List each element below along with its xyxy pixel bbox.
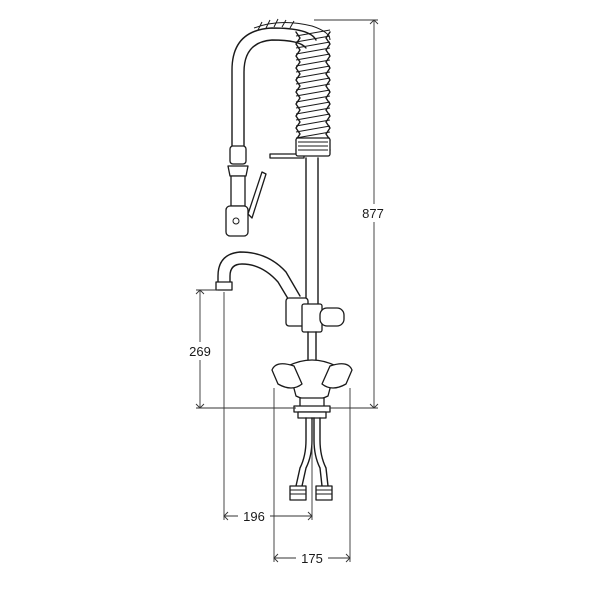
- pillar-connector: [301, 303, 345, 363]
- flexible-hose: [231, 27, 317, 151]
- swivel-spout: [215, 251, 309, 327]
- hose-hook: [269, 137, 331, 159]
- spring-coil: [253, 18, 331, 151]
- spray-trigger-lever: [247, 171, 267, 219]
- overall-height-label: 877: [362, 206, 384, 221]
- handle-span-dimension: 175: [273, 388, 351, 567]
- overall-height-dimension: 877: [314, 19, 388, 409]
- spray-head: [225, 145, 267, 237]
- spout-height-dimension: 269: [184, 289, 296, 409]
- spout-reach-label: 196: [243, 509, 265, 524]
- spout-height-label: 269: [189, 344, 211, 359]
- left-handle: [271, 363, 303, 389]
- spout-reach-dimension: 196: [223, 292, 313, 525]
- tail-pipes: [289, 417, 333, 501]
- right-handle: [321, 363, 353, 389]
- handle-span-label: 175: [301, 551, 323, 566]
- mixer-body: [271, 359, 353, 419]
- riser-pillar: [305, 157, 319, 305]
